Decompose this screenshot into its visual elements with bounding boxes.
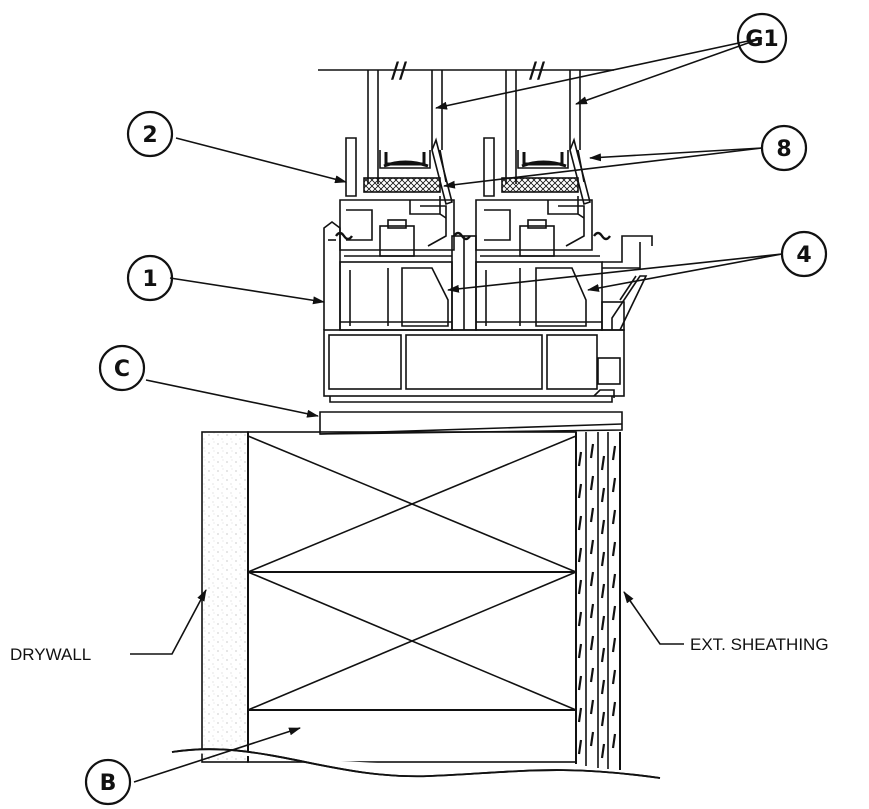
- callout-1-balloon: [126, 254, 174, 302]
- callout-8-label: 8: [776, 137, 791, 162]
- window-frame: [323, 219, 653, 403]
- drywall-note: DRYWALL: [10, 645, 91, 664]
- shim: [319, 411, 623, 435]
- break-mark-left: //: [391, 59, 408, 84]
- callout-b-label: B: [100, 771, 117, 796]
- wall-assembly: [160, 431, 680, 809]
- exterior-sheathing: [575, 432, 621, 770]
- leader-lines: [130, 37, 783, 783]
- sash-right: [475, 70, 611, 251]
- callout-1-label: 1: [142, 267, 157, 292]
- callout-c-balloon: [98, 344, 146, 392]
- callout-8-balloon: [760, 124, 808, 172]
- callout-c-label: C: [114, 357, 130, 382]
- break-mark-right: //: [529, 59, 546, 84]
- callout-2-label: 2: [142, 123, 157, 148]
- callout-g1-label: G1: [745, 27, 778, 52]
- callout-2-balloon: [126, 110, 174, 158]
- callout-4-label: 4: [796, 243, 811, 268]
- sheathing-note: EXT. SHEATHING: [690, 635, 829, 654]
- callout-4-balloon: [780, 230, 828, 278]
- callout-b-balloon: [84, 758, 132, 806]
- sash-left: [335, 70, 471, 251]
- wood-stud: [247, 431, 577, 763]
- drywall-panel: [201, 431, 249, 763]
- callout-g1-balloon: [736, 12, 788, 64]
